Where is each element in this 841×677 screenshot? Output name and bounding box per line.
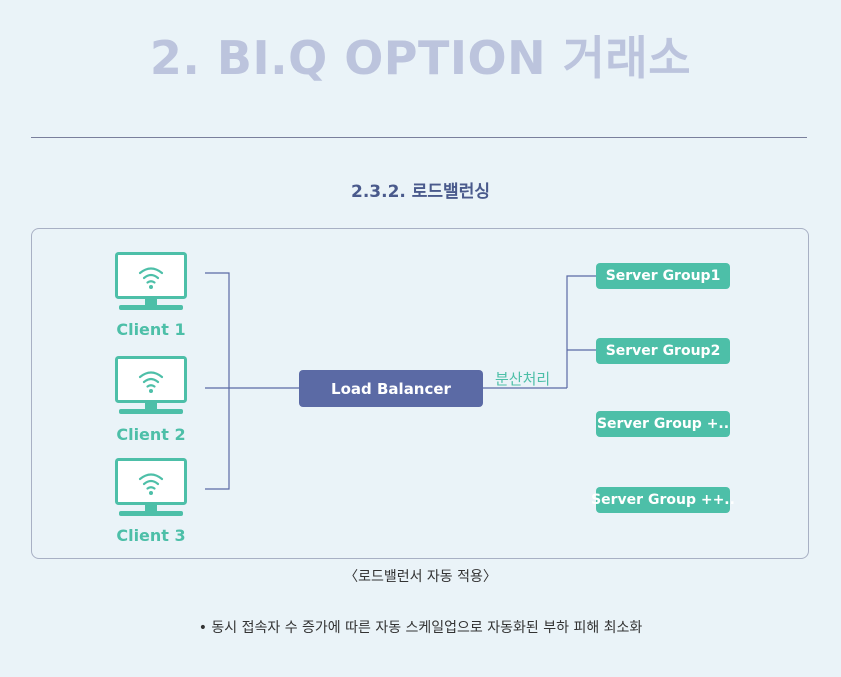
server-group-box: Server Group ++.. [591,487,735,513]
section-title: 2.3.2. 로드밸런싱 [351,182,490,202]
bullet-note: • 동시 접속자 수 증가에 따른 자동 스케일업으로 자동화된 부하 피해 최… [198,620,643,636]
server-group-box: Server Group +.. [596,411,730,437]
monitor-wifi-icon [115,356,187,418]
client-label: Client 2 [116,425,186,444]
monitor-wifi-icon [115,252,187,314]
server-bracket [566,275,596,388]
distribution-label: 분산처리 [495,370,551,388]
client1-connector [205,272,230,490]
client-label: Client 1 [116,320,186,339]
server-group-box: Server Group2 [596,338,730,364]
monitor-wifi-icon [115,458,187,520]
figure-caption: 〈로드밸런서 자동 적용〉 [344,569,497,585]
client-label: Client 3 [116,526,186,545]
diagram-panel [31,228,809,559]
server-group-box: Server Group1 [596,263,730,289]
page-title: 2. BI.Q OPTION 거래소 [149,31,692,85]
load-balancer-box: Load Balancer [299,370,483,407]
divider [31,137,807,138]
